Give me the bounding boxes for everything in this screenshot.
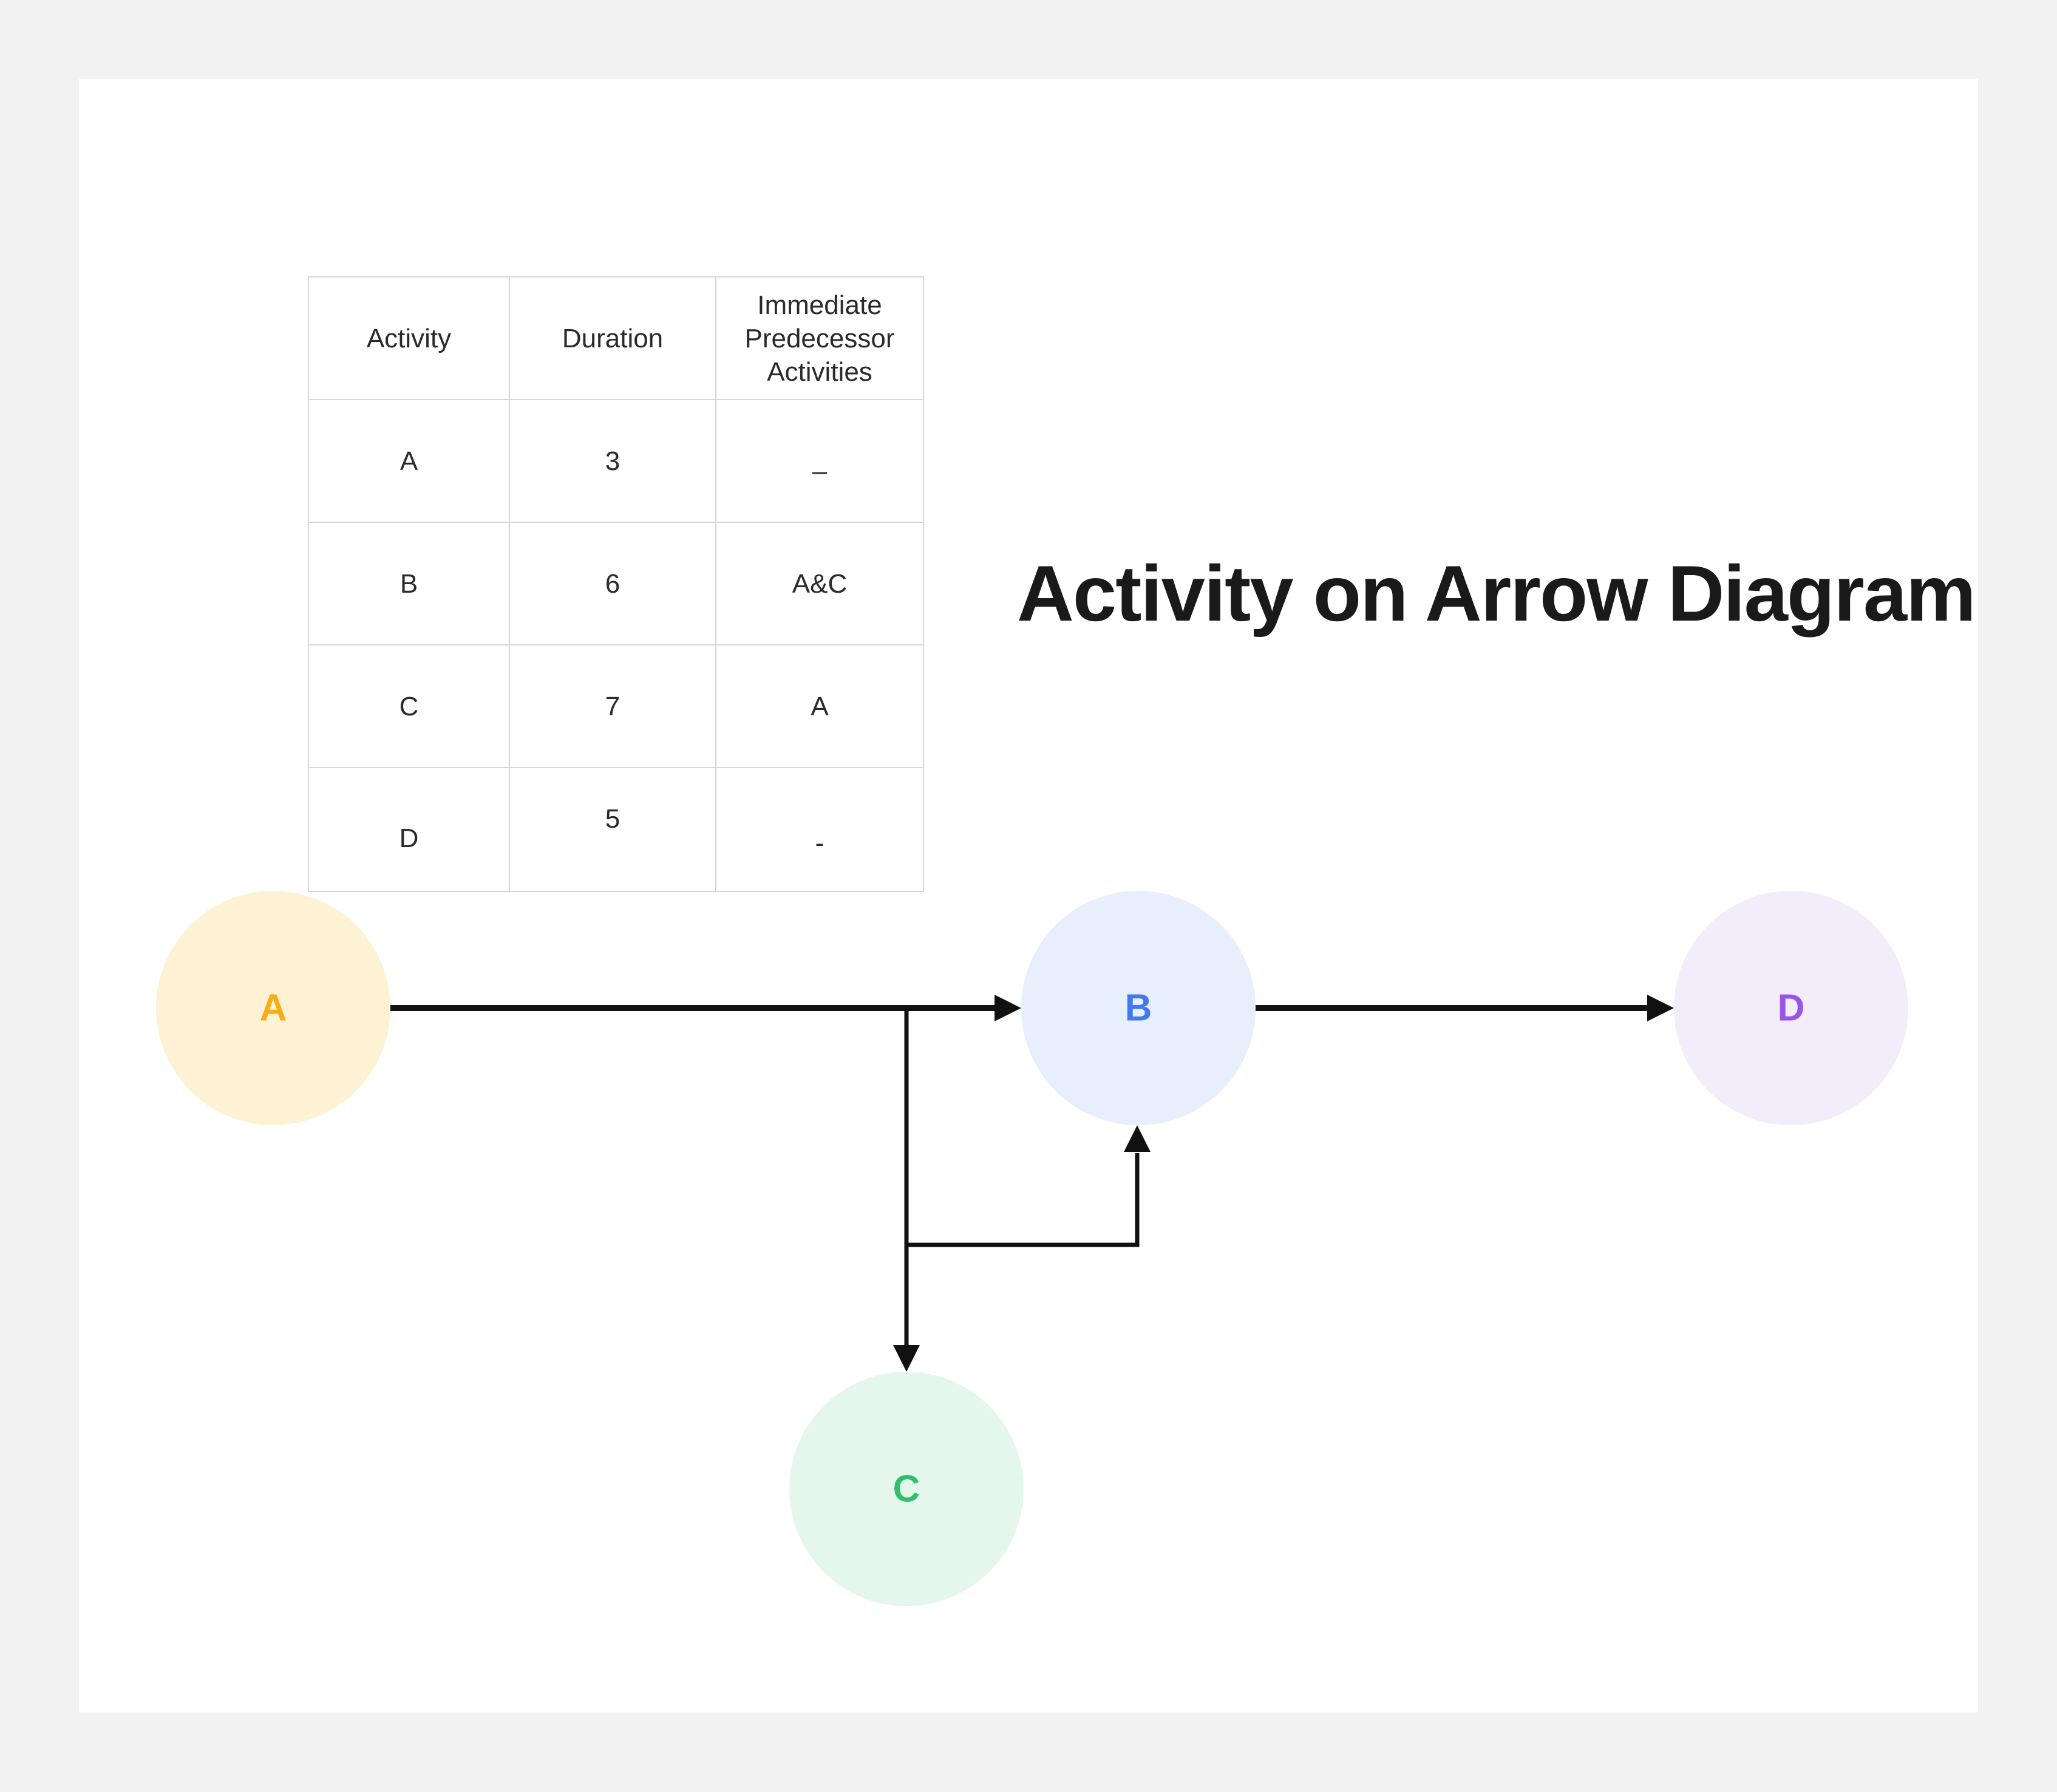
table-cell-predecessors-a: – — [716, 400, 923, 523]
arrowhead-into-d-left-icon — [1647, 995, 1674, 1021]
arrowhead-into-b-left-icon — [994, 995, 1021, 1021]
arrowhead-into-c-top-icon — [893, 1345, 920, 1372]
node-c-circle — [789, 1372, 1024, 1606]
node-a-circle — [156, 891, 390, 1125]
node-d-circle — [1674, 891, 1908, 1125]
table-cell-activity-c: C — [309, 646, 510, 768]
table-cell-duration-d: 5 — [510, 768, 716, 891]
node-b-label: B — [1125, 987, 1152, 1029]
canvas-card: Activity Duration Immediate Predecessor … — [79, 79, 1978, 1712]
page-title: Activity on Arrow Diagram — [1017, 549, 1976, 638]
table-cell-activity-d: D — [309, 768, 510, 891]
table-cell-duration-a: 3 — [510, 400, 716, 523]
node-d-label: D — [1778, 987, 1805, 1029]
table-header-predecessors: Immediate Predecessor Activities — [716, 278, 923, 400]
table-cell-activity-b: B — [309, 523, 510, 646]
node-a-label: A — [260, 987, 287, 1029]
table-cell-duration-b: 6 — [510, 523, 716, 646]
table-cell-duration-c: 7 — [510, 646, 716, 768]
node-b-circle — [1021, 891, 1256, 1125]
edge-junction-to-b-bottom — [906, 1153, 1140, 1247]
table-header-duration: Duration — [510, 278, 716, 400]
table-cell-activity-a: A — [309, 400, 510, 523]
arrowhead-into-b-bottom-icon — [1124, 1125, 1151, 1152]
table-header-activity: Activity — [309, 278, 510, 400]
activity-table: Activity Duration Immediate Predecessor … — [308, 276, 924, 892]
table-cell-predecessors-c: A — [716, 646, 923, 768]
node-c-label: C — [893, 1468, 920, 1510]
table-cell-predecessors-b: A&C — [716, 523, 923, 646]
table-cell-predecessors-d: - — [815, 828, 824, 858]
